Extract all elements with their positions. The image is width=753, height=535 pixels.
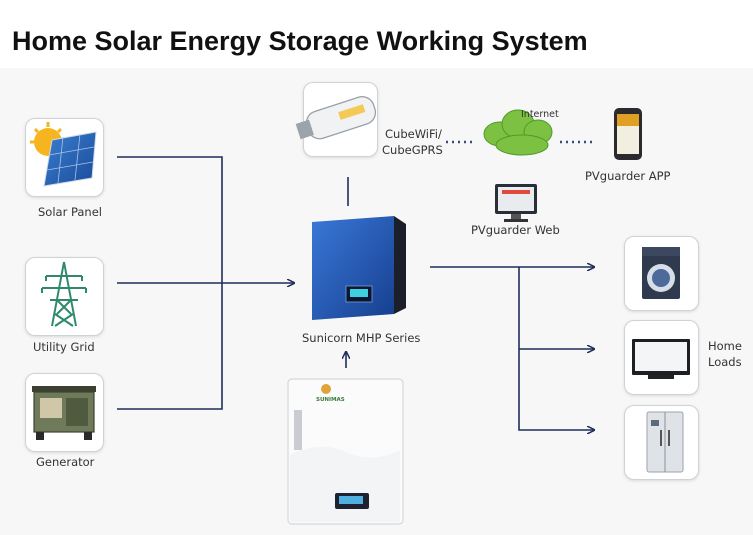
wifi-label-line2: CubeGPRS — [382, 143, 443, 157]
arrow-to-fridge — [518, 267, 594, 430]
utility-grid-card — [25, 257, 104, 336]
inverter-icon — [312, 216, 406, 320]
pvguarder-app-label: PVguarder APP — [585, 169, 671, 183]
home-loads-label-line1: Home — [708, 339, 742, 353]
television-icon — [632, 339, 690, 379]
source-lines — [117, 156, 294, 410]
utility-grid-icon — [41, 261, 87, 327]
phone-icon — [614, 108, 642, 160]
solar-panel-icon — [30, 122, 97, 187]
internet-label: Internet — [521, 109, 559, 120]
inverter-label: Sunicorn MHP Series — [302, 331, 421, 345]
refrigerator-icon — [646, 411, 684, 473]
pvguarder-web-label: PVguarder Web — [471, 223, 560, 237]
generator-label: Generator — [36, 455, 95, 469]
wifi-label-line1: CubeWiFi/ — [385, 127, 442, 141]
washing-machine-icon — [642, 247, 680, 299]
solar-panel-label: Solar Panel — [38, 205, 102, 219]
internet-cloud-icon — [483, 109, 553, 156]
monitor-icon — [495, 184, 537, 222]
battery-icon — [287, 378, 404, 525]
generator-icon — [32, 386, 96, 440]
wifi-dongle-icon — [295, 96, 377, 140]
diagram-title: Home Solar Energy Storage Working System — [12, 26, 588, 56]
home-loads-label-line2: Loads — [708, 355, 742, 369]
battery-brand-logo: SUNIMAS — [316, 397, 345, 403]
utility-grid-label: Utility Grid — [33, 340, 95, 354]
load-lines — [430, 267, 594, 430]
